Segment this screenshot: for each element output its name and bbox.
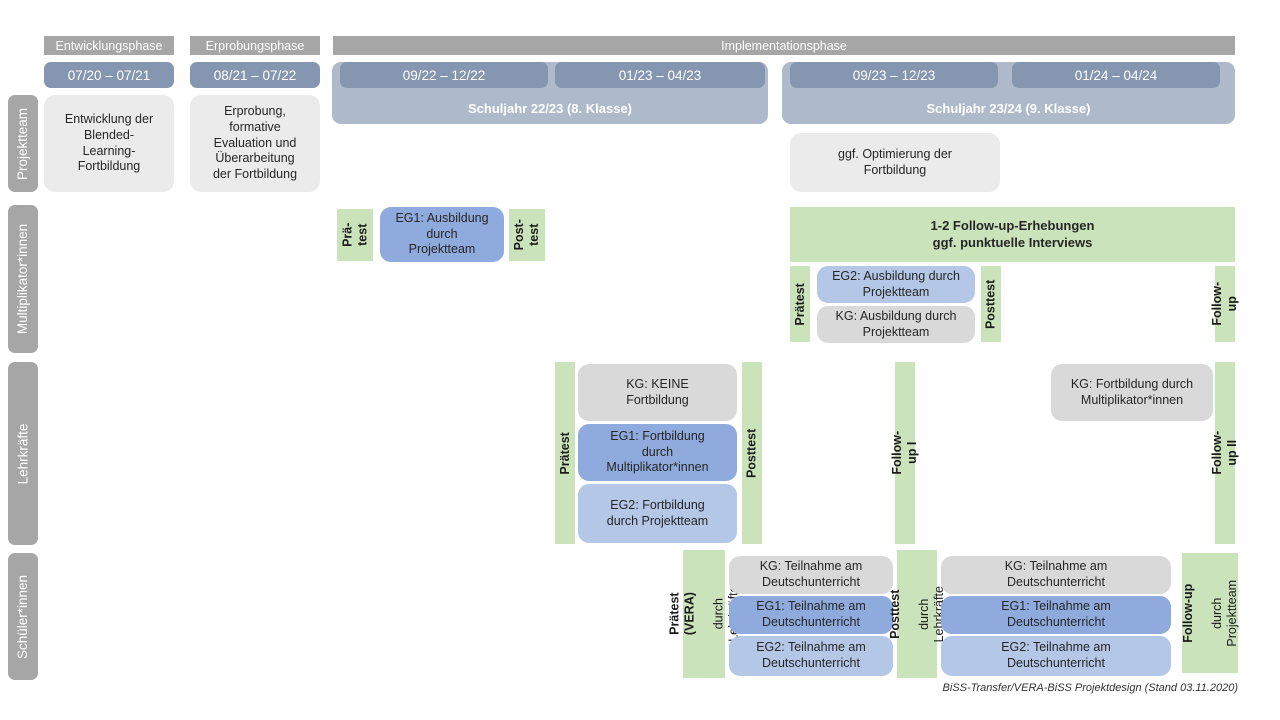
box-kg-fortbildung-multiplikatoren: KG: Fortbildung durch Multiplikator*inne… — [1051, 364, 1213, 421]
date-range-0821-0722: 08/21 – 07/22 — [190, 62, 320, 88]
footer-caption: BiSS-Transfer/VERA-BiSS Projektdesign (S… — [942, 682, 1238, 694]
praetest-bar-multiplikatoren-1: Prä- test — [337, 209, 373, 261]
box-eg1-teilnahme-deutschunterricht-2: EG1: Teilnahme am Deutschunterricht — [941, 596, 1171, 634]
box-kg-keine-fortbildung: KG: KEINE Fortbildung — [578, 364, 737, 421]
row-label-lehrkraefte: Lehrkräfte — [8, 362, 38, 545]
box-kg-teilnahme-deutschunterricht-2: KG: Teilnahme am Deutschunterricht — [941, 556, 1171, 594]
box-erprobung-evaluation: Erprobung, formative Evaluation und Über… — [190, 95, 320, 192]
phase-bar-erprobungsphase: Erprobungsphase — [190, 36, 320, 55]
date-range-0922-1222: 09/22 – 12/22 — [340, 62, 548, 88]
posttest-bar-multiplikatoren-2: Posttest — [981, 266, 1001, 342]
row-label-schuelerinnen: Schüler*innen — [8, 553, 38, 680]
followup-bar-schueler: Follow-up durch Projektteam — [1181, 553, 1239, 673]
posttest-bar-multiplikatoren-1: Post- test — [509, 209, 545, 261]
box-kg-teilnahme-deutschunterricht-1: KG: Teilnahme am Deutschunterricht — [729, 556, 893, 594]
date-range-0124-0424: 01/24 – 04/24 — [1012, 62, 1220, 88]
box-entwicklung-fortbildung: Entwicklung der Blended- Learning- Fortb… — [44, 95, 174, 192]
date-range-0720-0721: 07/20 – 07/21 — [44, 62, 174, 88]
phase-bar-entwicklungsphase: Entwicklungsphase — [44, 36, 174, 55]
praetest-bar-multiplikatoren-2: Prätest — [790, 266, 810, 342]
row-label-multiplikatorinnen: Multiplikator*innen — [8, 205, 38, 353]
box-eg2-ausbildung-projektteam: EG2: Ausbildung durch Projektteam — [817, 266, 975, 303]
box-eg1-fortbildung-multiplikatoren: EG1: Fortbildung durch Multiplikator*inn… — [578, 424, 737, 481]
box-eg2-fortbildung-projektteam: EG2: Fortbildung durch Projektteam — [578, 484, 737, 543]
box-followup-erhebungen: 1-2 Follow-up-Erhebungen ggf. punktuelle… — [790, 207, 1235, 262]
praetest-vera-bar-schueler: Prätest (VERA) durch Lehrkräfte — [667, 550, 740, 678]
praetest-bar-lehrkraefte: Prätest — [555, 362, 575, 544]
posttest-bar-schueler: Posttest durch Lehrkräfte — [888, 550, 946, 678]
followup1-bar-lehrkraefte: Follow-up I — [890, 362, 919, 544]
date-range-0923-1223: 09/23 – 12/23 — [790, 62, 998, 88]
box-eg2-teilnahme-deutschunterricht-2: EG2: Teilnahme am Deutschunterricht — [941, 636, 1171, 676]
box-optimierung-fortbildung: ggf. Optimierung der Fortbildung — [790, 133, 1000, 192]
row-label-projektteam: Projektteam — [8, 95, 38, 192]
box-kg-ausbildung-projektteam: KG: Ausbildung durch Projektteam — [817, 306, 975, 343]
box-eg1-teilnahme-deutschunterricht-1: EG1: Teilnahme am Deutschunterricht — [729, 596, 893, 634]
box-eg2-teilnahme-deutschunterricht-1: EG2: Teilnahme am Deutschunterricht — [729, 636, 893, 676]
phase-bar-implementationsphase: Implementationsphase — [333, 36, 1235, 55]
date-range-0123-0423: 01/23 – 04/23 — [555, 62, 765, 88]
posttest-bar-lehrkraefte: Posttest — [742, 362, 762, 544]
followup2-bar-lehrkraefte: Follow-up II — [1210, 362, 1239, 544]
box-eg1-ausbildung-projektteam: EG1: Ausbildung durch Projektteam — [380, 207, 504, 262]
followup-bar-multiplikatoren: Follow-up — [1210, 266, 1239, 342]
